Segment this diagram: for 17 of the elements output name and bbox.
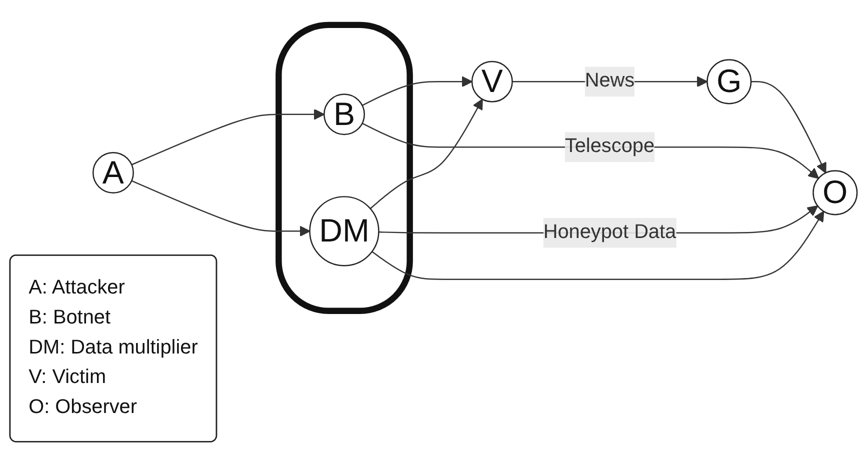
node-circle: O bbox=[812, 170, 858, 215]
arrow bbox=[131, 108, 325, 166]
edge-label: Telescope bbox=[564, 136, 655, 157]
edge-label: News bbox=[584, 70, 635, 92]
arrow bbox=[751, 80, 826, 174]
node-circle: A bbox=[92, 152, 134, 194]
node-circle: V bbox=[471, 60, 513, 102]
node-circle: B bbox=[324, 93, 365, 135]
node-circle: G bbox=[706, 58, 752, 104]
cluster bbox=[276, 22, 413, 314]
arrow bbox=[370, 98, 483, 209]
arrow bbox=[372, 210, 824, 280]
arrow bbox=[362, 76, 472, 106]
node-circle: DM bbox=[309, 196, 380, 266]
edge-label: Honeypot Data bbox=[543, 221, 676, 242]
arrow bbox=[362, 122, 819, 179]
arrow bbox=[131, 180, 310, 236]
